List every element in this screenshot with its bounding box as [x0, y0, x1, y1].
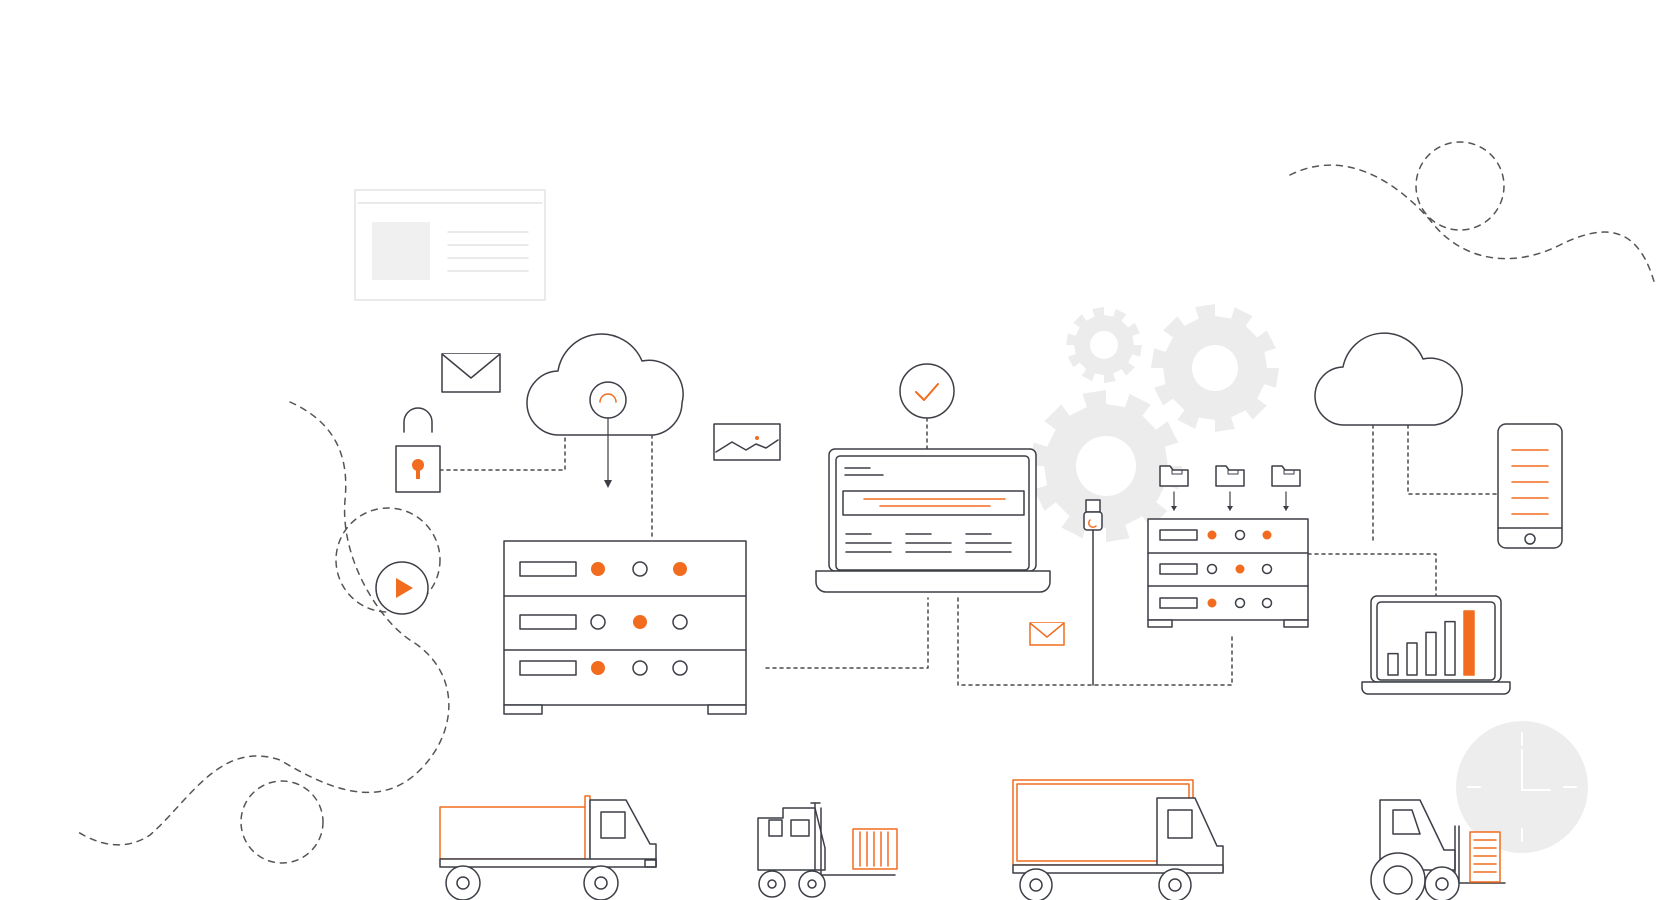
laptop-icon: [816, 449, 1050, 592]
led-on: [673, 562, 687, 576]
led-on: [591, 562, 605, 576]
padlock-icon: [396, 408, 440, 492]
connector-rack-laptop: [766, 598, 928, 668]
dashed-path-top-right: [1290, 142, 1655, 285]
dump-truck-icon: [440, 796, 656, 900]
led-on: [1208, 599, 1217, 608]
led-off: [591, 615, 605, 629]
folder-icons: [1160, 466, 1300, 511]
connector-lock-cloud: [440, 435, 565, 470]
led-off: [1236, 531, 1245, 540]
led-on: [633, 615, 647, 629]
play-icon: [376, 562, 428, 614]
server-rack-small: [1148, 519, 1308, 627]
chart-bar: [1388, 654, 1398, 675]
led-off: [1263, 599, 1272, 608]
envelope-icon: [442, 354, 500, 392]
led-off: [673, 615, 687, 629]
led-on: [1263, 531, 1272, 540]
folder-icon: [1160, 466, 1188, 511]
forklift-icon: [758, 803, 897, 897]
smartphone-icon: [1498, 424, 1562, 548]
server-rack-large: [504, 541, 746, 714]
envelope-icon: [1030, 623, 1064, 645]
chart-bar: [1445, 622, 1455, 675]
led-off: [633, 661, 647, 675]
dashed-path-left: [75, 402, 449, 863]
image-icon: [714, 424, 780, 460]
led-on: [1236, 565, 1245, 574]
led-off: [1236, 599, 1245, 608]
checkmark-icon: [900, 364, 954, 418]
connector-rack2-chart: [1308, 554, 1436, 596]
folder-icon: [1216, 466, 1244, 511]
led-on: [591, 661, 605, 675]
webpage-card: [355, 190, 545, 300]
led-off: [1263, 565, 1272, 574]
led-off: [673, 661, 687, 675]
chart-bar: [1426, 632, 1436, 675]
gears-icon: [1030, 304, 1279, 542]
folder-icon: [1272, 466, 1300, 511]
cloud-icon: [1315, 333, 1462, 425]
chart-bar: [1464, 611, 1474, 675]
usb-cable-icon: [1084, 500, 1102, 685]
led-off: [1208, 565, 1217, 574]
box-truck-icon: [1013, 780, 1223, 900]
chart-bar: [1407, 643, 1417, 675]
led-on: [1208, 531, 1217, 540]
cloud-icon: [527, 334, 683, 435]
led-off: [633, 562, 647, 576]
